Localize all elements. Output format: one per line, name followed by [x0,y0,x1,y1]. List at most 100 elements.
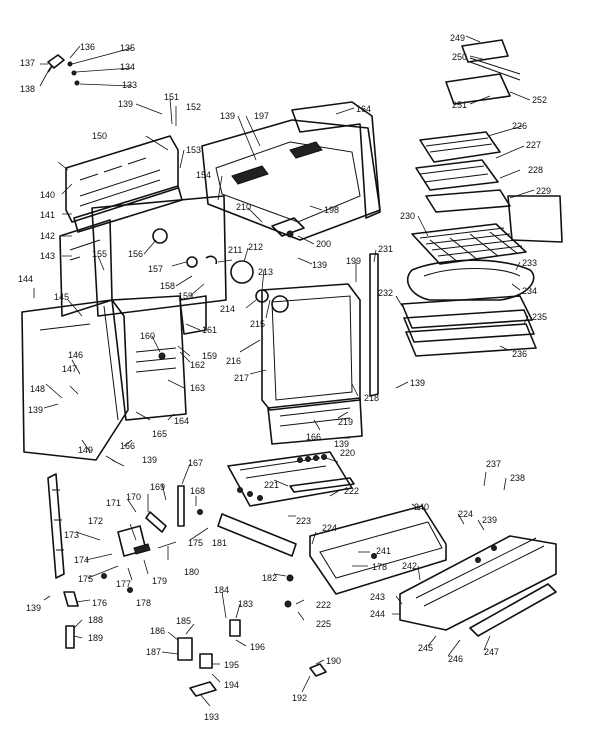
callout-label: 141 [40,210,55,220]
callout-label: 175 [78,574,93,584]
callout-label: 135 [120,43,135,53]
callout-label: 249 [450,33,465,43]
callout-label: 162 [190,360,205,370]
callout-label: 192 [292,693,307,703]
callout-label: 187 [146,647,161,657]
callout-label: 240 [414,502,429,512]
callout-label: 174 [74,555,89,565]
callout-label: 190 [326,656,341,666]
leader-lines [33,35,535,707]
callout-label: 188 [88,615,103,625]
callout-label: 244 [370,609,385,619]
callout-label: 200 [316,239,331,249]
callout-label: 217 [234,373,249,383]
callout-label: 172 [88,516,103,526]
callout-label: 179 [152,576,167,586]
callout-label: 147 [62,364,77,374]
callout-label: 185 [176,616,191,626]
callout-label: 239 [482,515,497,525]
callout-label: 236 [512,349,527,359]
callout-label: 168 [190,486,205,496]
callout-labels: 136 135 137 134 138 133 249 250 251 252 … [18,33,551,722]
callout-label: 186 [150,626,165,636]
callout-label: 251 [452,100,467,110]
callout-label: 139 [312,260,327,270]
callout-label: 137 [20,58,35,68]
callout-label: 133 [122,80,137,90]
callout-label: 146 [68,350,83,360]
callout-label: 167 [188,458,203,468]
callout-label: 237 [486,459,501,469]
callout-label: 139 [28,405,43,415]
callout-label: 212 [248,242,263,252]
callout-label: 245 [418,643,433,653]
callout-label: 243 [370,592,385,602]
callout-label: 189 [88,633,103,643]
callout-label: 180 [184,567,199,577]
callout-label: 151 [164,92,179,102]
callout-label: 238 [510,473,525,483]
callout-label: 166 [306,432,321,442]
callout-label: 154 [196,170,211,180]
callout-label: 143 [40,251,55,261]
callout-label: 175 [188,538,203,548]
callout-label: 228 [528,165,543,175]
callout-label: 226 [512,121,527,131]
callout-label: 136 [80,42,95,52]
callout-label: 214 [220,304,235,314]
callout-label: 139 [118,99,133,109]
callout-label: 196 [250,642,265,652]
callout-label: 181 [212,538,227,548]
callout-label: 194 [224,680,239,690]
callout-label: 150 [92,131,107,141]
callout-label: 234 [522,286,537,296]
callout-label: 149 [78,445,93,455]
callout-label: 134 [120,62,135,72]
callout-label: 164 [174,416,189,426]
callout-label: 225 [316,619,331,629]
callout-label: 139 [334,439,349,449]
callout-label: 198 [324,205,339,215]
callout-label: 142 [40,231,55,241]
callout-label: 230 [400,211,415,221]
callout-label: 250 [452,52,467,62]
callout-label: 169 [150,482,165,492]
callout-label: 195 [224,660,239,670]
callout-label: 215 [250,319,265,329]
callout-label: 222 [344,486,359,496]
callout-label: 178 [372,562,387,572]
callout-label: 177 [116,579,131,589]
callout-label: 235 [532,312,547,322]
callout-label: 182 [262,573,277,583]
callout-label: 232 [378,288,393,298]
callout-label: 139 [142,455,157,465]
callout-label: 166 [120,441,135,451]
callout-label: 153 [186,145,201,155]
callout-label: 139 [220,111,235,121]
callout-label: 210 [236,202,251,212]
callout-label: 246 [448,654,463,664]
callout-label: 242 [402,561,417,571]
callout-label: 218 [364,393,379,403]
callout-label: 176 [92,598,107,608]
callout-label: 241 [376,546,391,556]
callout-label: 144 [18,274,33,284]
callout-label: 164 [356,104,371,114]
callout-label: 139 [410,378,425,388]
callout-label: 221 [264,480,279,490]
callout-label: 231 [378,244,393,254]
callout-label: 171 [106,498,121,508]
callout-label: 199 [346,256,361,266]
callout-label: 163 [190,383,205,393]
callout-label: 173 [64,530,79,540]
callout-label: 224 [322,523,337,533]
callout-label: 145 [54,292,69,302]
callout-label: 227 [526,140,541,150]
callout-label: 220 [340,448,355,458]
callout-label: 139 [26,603,41,613]
callout-label: 159 [202,351,217,361]
callout-label: 155 [92,249,107,259]
callout-label: 211 [228,245,242,255]
callout-label: 170 [126,492,141,502]
